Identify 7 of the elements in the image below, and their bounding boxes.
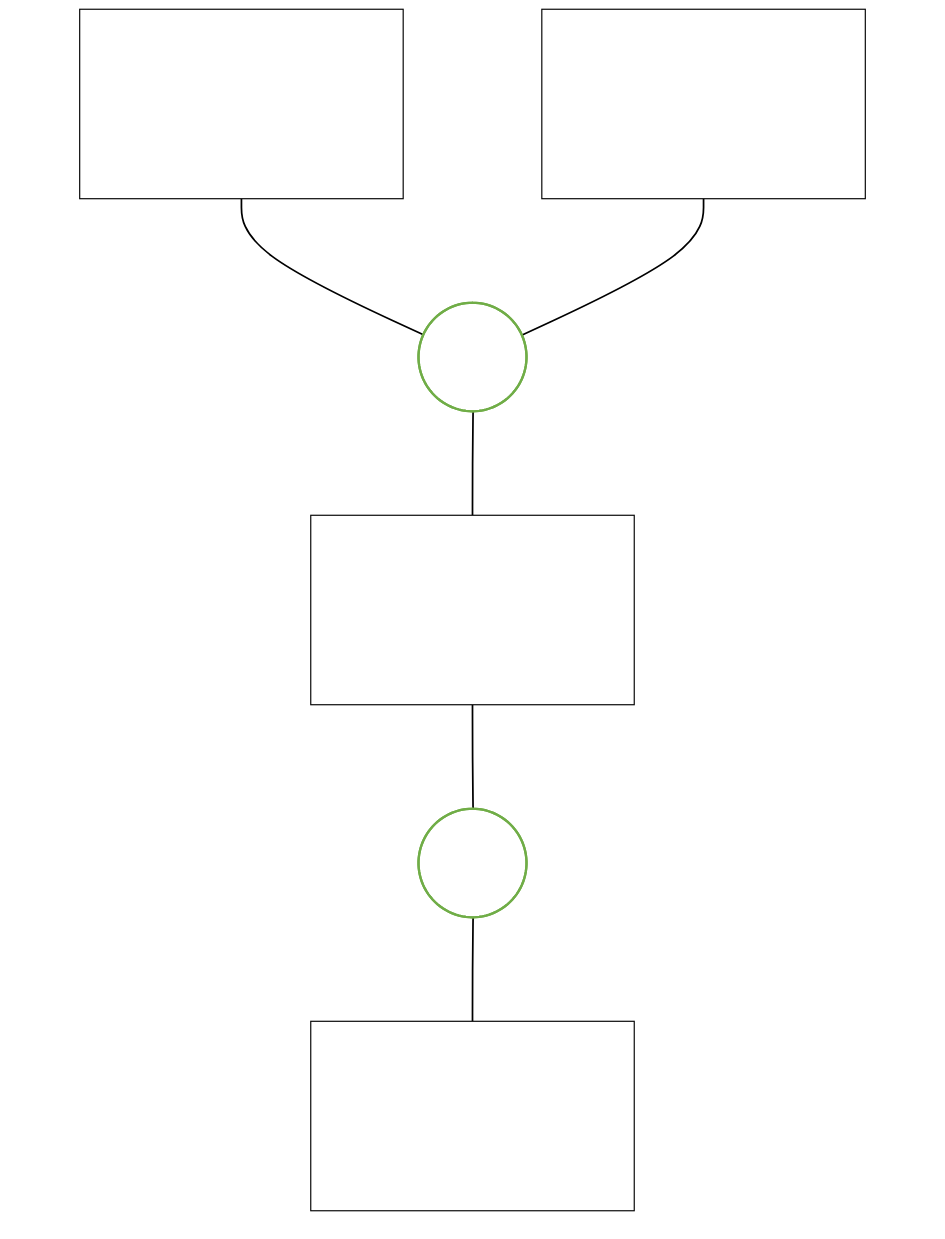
connector	[471, 917, 474, 1023]
node-box	[79, 8, 404, 200]
node-box	[310, 1020, 635, 1212]
node-box	[310, 514, 635, 706]
node-box	[541, 8, 866, 200]
connector	[521, 197, 705, 336]
connector	[471, 411, 474, 517]
